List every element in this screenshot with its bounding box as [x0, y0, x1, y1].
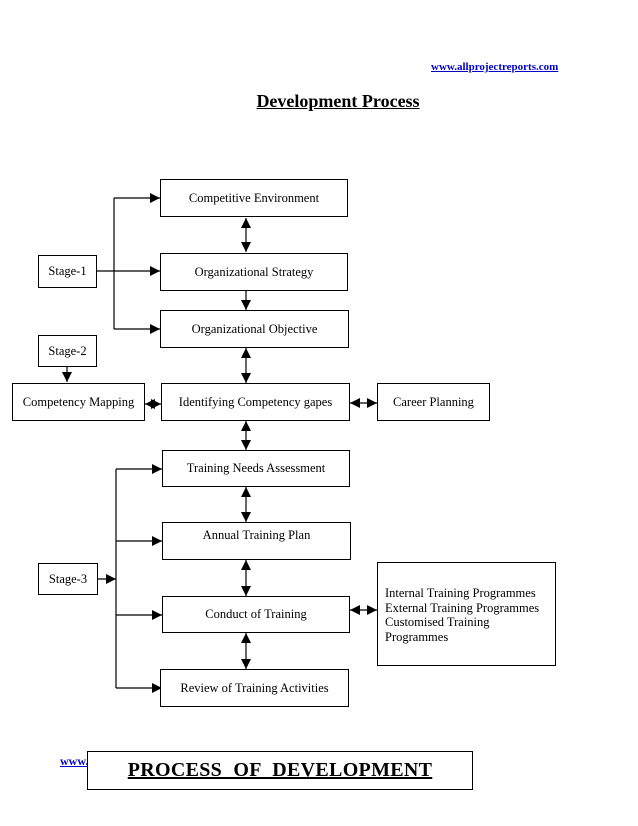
training-type-item: Customised Training: [385, 615, 490, 629]
identifying-competency-gapes-box: Identifying Competency gapes: [161, 383, 350, 421]
training-type-item: Programmes: [385, 629, 449, 644]
stage-1-box: Stage-1: [38, 255, 97, 288]
header-url-link[interactable]: www.allprojectreports.com: [431, 61, 559, 73]
competitive-environment-box: Competitive Environment: [160, 179, 348, 217]
training-type-item: Internal Training Programmes: [385, 586, 536, 600]
organizational-objective-box: Organizational Objective: [160, 310, 349, 348]
page-title: Development Process: [256, 91, 420, 111]
footer-caption-box: PROCESS OF DEVELOPMENT: [87, 751, 473, 790]
career-planning-box: Career Planning: [377, 383, 490, 421]
competency-mapping-box: Competency Mapping: [12, 383, 145, 421]
review-of-training-activities-box: Review of Training Activities: [160, 669, 349, 707]
annual-training-plan-box: Annual Training Plan: [162, 522, 351, 560]
stage-3-box: Stage-3: [38, 563, 98, 595]
footer-url-link[interactable]: www.: [60, 754, 89, 768]
training-type-item: External Training Programmes: [385, 600, 540, 615]
training-types-box: Internal Training Programmes External Tr…: [377, 562, 556, 666]
stage-2-box: Stage-2: [38, 335, 97, 367]
training-needs-assessment-box: Training Needs Assessment: [162, 450, 350, 487]
conduct-of-training-box: Conduct of Training: [162, 596, 350, 633]
footer-caption: PROCESS OF DEVELOPMENT: [127, 759, 433, 781]
organizational-strategy-box: Organizational Strategy: [160, 253, 348, 291]
